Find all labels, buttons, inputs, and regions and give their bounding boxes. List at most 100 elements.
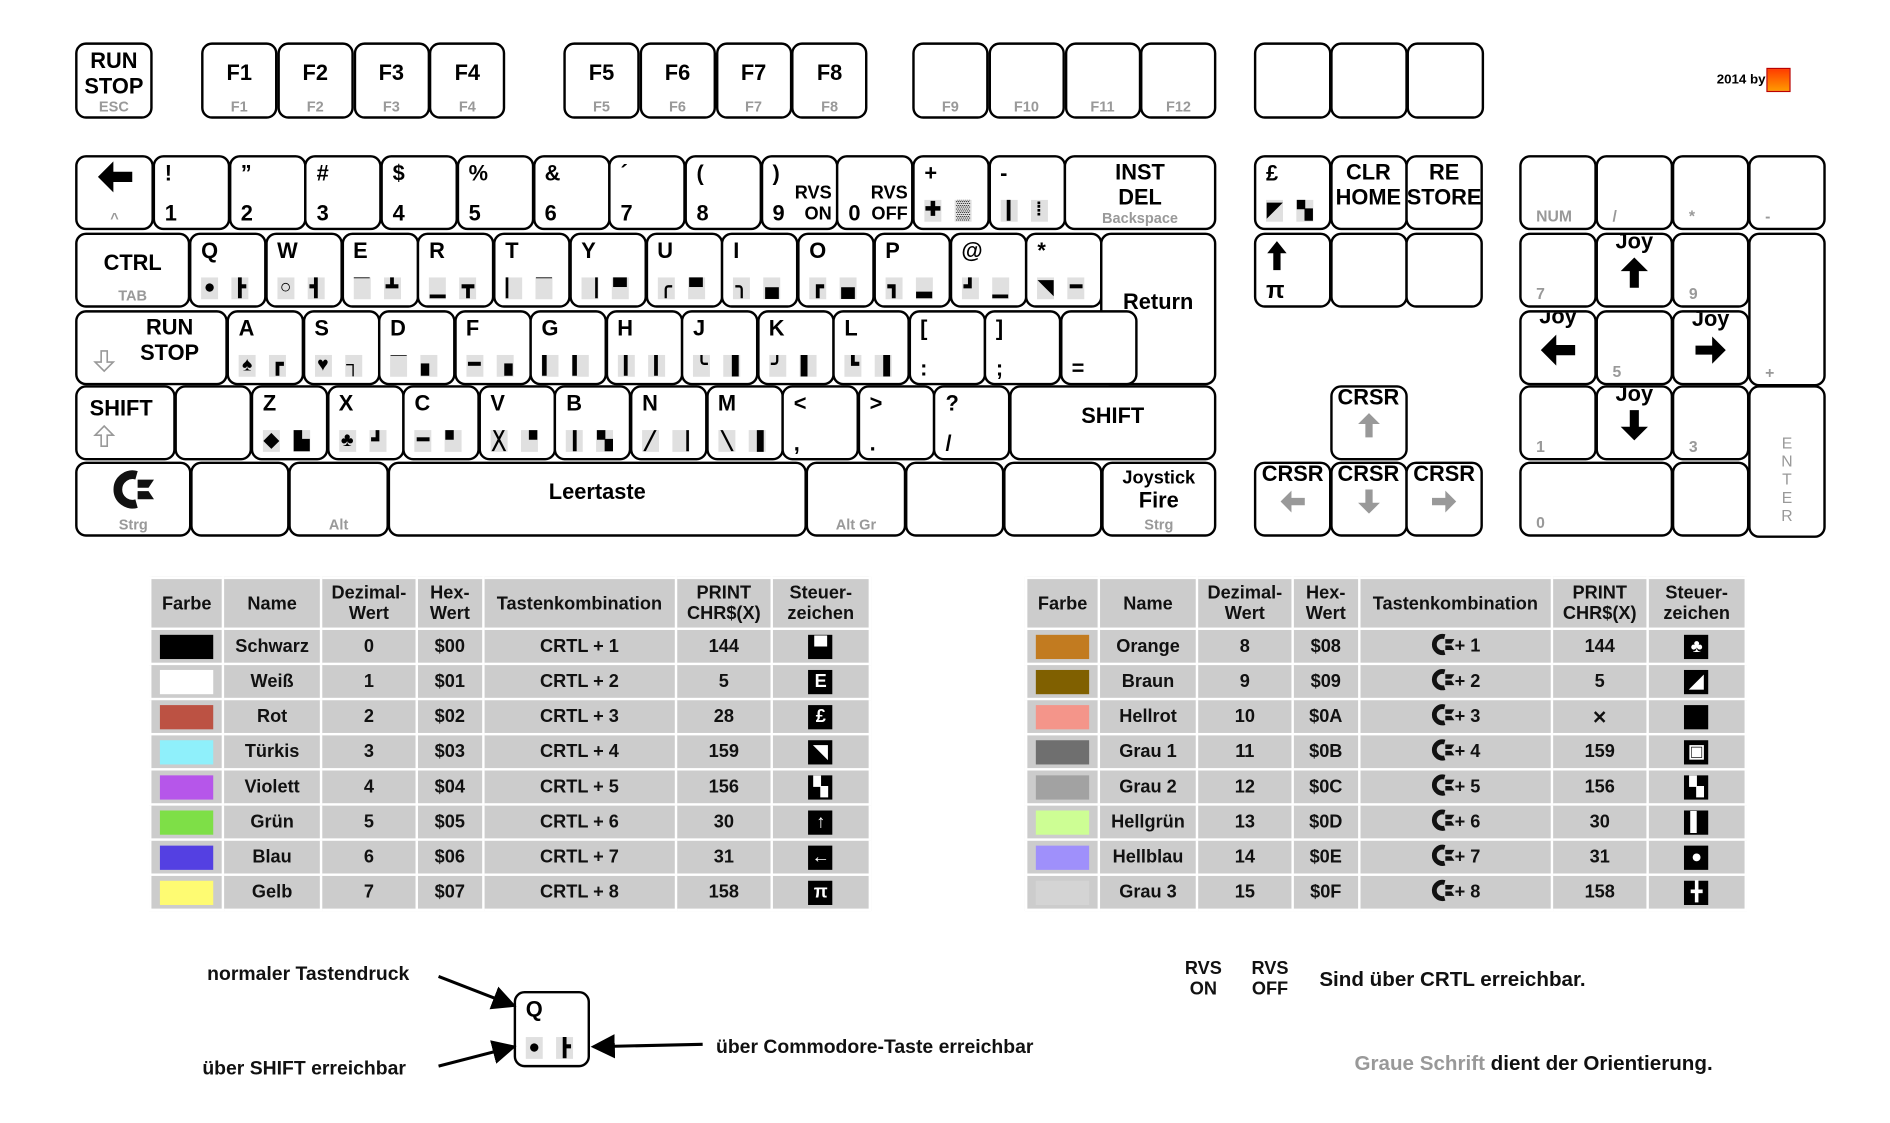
key-np-dot[interactable] [1671, 461, 1750, 537]
key-np-0[interactable]: 0 [1519, 461, 1674, 537]
key-w[interactable]: W○┫ [265, 232, 343, 308]
key-x[interactable]: X♣┛ [326, 385, 405, 461]
key-n2[interactable]: ”2 [228, 155, 307, 231]
key-np-5[interactable]: 5 [1595, 310, 1674, 386]
key-pound[interactable]: £◤▚ [1253, 155, 1332, 231]
key-np-1[interactable]: 1 [1519, 385, 1597, 461]
key-np-minus[interactable]: - [1748, 155, 1826, 231]
key-np-6[interactable]: Joy [1671, 310, 1750, 386]
key-n3[interactable]: #3 [304, 155, 383, 231]
key-c[interactable]: C━▘ [402, 385, 480, 461]
key-np-2[interactable]: Joy [1595, 385, 1674, 461]
key-blank5c[interactable] [1003, 461, 1103, 537]
key-h[interactable]: H┃┃ [605, 310, 683, 386]
key-np-9[interactable]: 9 [1671, 232, 1750, 308]
key-f11[interactable]: F11 [1064, 42, 1141, 119]
key-eq[interactable]: = [1059, 310, 1137, 386]
key-minus[interactable]: -┃⁞ [987, 155, 1066, 231]
key-s[interactable]: S♥┐ [302, 310, 380, 386]
key-restore[interactable]: RE STORE [1405, 155, 1483, 231]
key-np-3[interactable]: 3 [1671, 385, 1750, 461]
key-alt[interactable]: Alt [288, 461, 389, 537]
key-np-plus[interactable]: + [1748, 232, 1826, 387]
key-f[interactable]: F━▗ [453, 310, 532, 386]
key-a[interactable]: A♠┏ [226, 310, 305, 386]
key-run[interactable]: RUN STOP [75, 310, 228, 386]
key-mb1[interactable] [1329, 232, 1408, 308]
key-np-8[interactable]: Joy [1595, 232, 1674, 308]
key-star[interactable]: *◥━ [1025, 232, 1103, 308]
key-r[interactable]: R▁┳ [417, 232, 495, 308]
key-mb2[interactable] [1405, 232, 1483, 308]
key-shift-l[interactable]: SHIFT [75, 385, 176, 461]
key-l[interactable]: L┗▐ [832, 310, 910, 386]
key-crsr-l[interactable]: CRSR [1253, 461, 1332, 537]
key-lbr[interactable]: [: [908, 310, 986, 386]
key-blank4[interactable] [174, 385, 252, 461]
key-rbr[interactable]: ]; [983, 310, 1062, 386]
key-u[interactable]: U╭▀ [645, 232, 723, 308]
key-space[interactable]: Leertaste [387, 461, 807, 537]
key-i[interactable]: I╮▄ [721, 232, 799, 308]
key-m[interactable]: M╲▐ [705, 385, 784, 461]
key-np-num[interactable]: NUM [1519, 155, 1597, 231]
key-return[interactable]: Return [1100, 232, 1217, 386]
key-n6[interactable]: &6 [532, 155, 610, 231]
key-n5[interactable]: %5 [456, 155, 535, 231]
key-qm[interactable]: ?/ [933, 385, 1011, 461]
key-np-slash[interactable]: / [1595, 155, 1674, 231]
key-blank5b[interactable] [904, 461, 1005, 537]
key-j[interactable]: J╰▐ [680, 310, 759, 386]
key-f12[interactable]: F12 [1140, 42, 1217, 119]
key-altgr[interactable]: Alt Gr [805, 461, 907, 537]
key-p[interactable]: P┓▂ [873, 232, 951, 308]
key-np-enter[interactable]: E N T E R [1748, 385, 1826, 538]
key-t[interactable]: T▏▔ [493, 232, 571, 308]
key-g[interactable]: G▎▎ [529, 310, 607, 386]
key-gt[interactable]: >. [857, 385, 936, 461]
key-v[interactable]: V╳▝ [478, 385, 556, 461]
key-q[interactable]: Q●┣ [188, 232, 267, 308]
key-blank5a[interactable] [190, 461, 290, 537]
key-lt[interactable]: <, [781, 385, 860, 461]
key-o[interactable]: O┏▄ [797, 232, 875, 308]
key-back[interactable]: ^ [75, 155, 154, 231]
key-n1[interactable]: !1 [152, 155, 231, 231]
key-z[interactable]: Z◆▙ [250, 385, 329, 461]
key-k[interactable]: K╯▌ [756, 310, 835, 386]
key-crsr-up[interactable]: CRSR [1329, 385, 1408, 461]
key-plus[interactable]: +✚▒ [912, 155, 990, 231]
key-f9[interactable]: F9 [912, 42, 989, 119]
key-b[interactable]: B┃▚ [554, 385, 632, 461]
key-np-7[interactable]: 7 [1519, 232, 1597, 308]
key-n4[interactable]: $4 [380, 155, 459, 231]
key-shift-r[interactable]: SHIFT [1009, 385, 1217, 461]
key-at[interactable]: @┛▁ [949, 232, 1027, 308]
key-clr[interactable]: CLR HOME [1329, 155, 1408, 231]
key-b1[interactable] [1253, 42, 1332, 119]
key-up[interactable]: π [1253, 232, 1332, 308]
key-f10[interactable]: F10 [988, 42, 1065, 119]
key-np-star[interactable]: * [1671, 155, 1750, 231]
key-cbm[interactable]: Strg [75, 461, 192, 537]
key-d[interactable]: D▔▖ [377, 310, 456, 386]
key-n8[interactable]: (8 [684, 155, 762, 231]
key-crsr-d[interactable]: CRSR [1329, 461, 1408, 537]
key-b2[interactable] [1330, 42, 1408, 119]
key-b3[interactable] [1406, 42, 1485, 119]
key-e[interactable]: E▔┻ [341, 232, 419, 308]
key-n7[interactable]: ´7 [608, 155, 686, 231]
